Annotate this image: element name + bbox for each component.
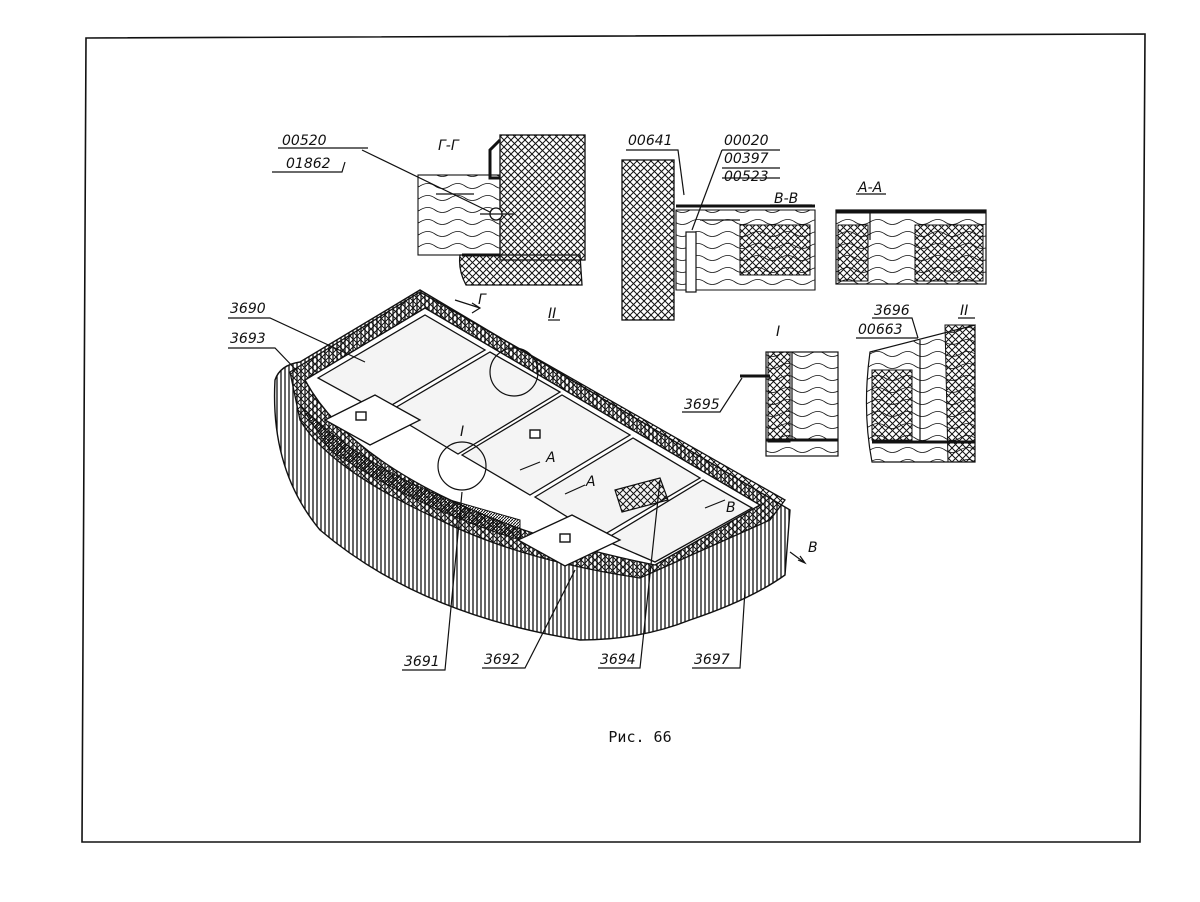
section-vv-detail xyxy=(621,159,816,321)
section-label-aa: А-А xyxy=(857,180,882,196)
label-3691: 3691 xyxy=(404,654,440,670)
section-mark-v-1: В xyxy=(726,500,736,516)
section-mark-a-2: А xyxy=(585,474,596,490)
label-3693: 3693 xyxy=(230,331,266,347)
label-3694: 3694 xyxy=(600,652,636,668)
section-aa-detail xyxy=(835,209,987,285)
leader-lines xyxy=(228,147,975,671)
plate-left xyxy=(323,394,422,446)
detail-mark-ii: II xyxy=(548,306,556,322)
label-01862: 01862 xyxy=(286,156,331,172)
label-3692: 3692 xyxy=(484,652,520,668)
detail-i xyxy=(740,351,839,457)
label-00520: 00520 xyxy=(282,133,327,149)
section-label-vv: В-В xyxy=(774,191,798,207)
detail-mark-i: I xyxy=(460,424,464,440)
label-3695: 3695 xyxy=(684,397,720,413)
page-frame xyxy=(81,33,1146,843)
label-00523: 00523 xyxy=(724,169,769,185)
detail-title-ii: II xyxy=(960,303,968,319)
detail-i-marker-circle xyxy=(437,441,487,491)
detail-title-i: I xyxy=(776,324,780,340)
section-gg-detail xyxy=(417,134,586,286)
detail-ii-marker-circle xyxy=(489,347,539,397)
section-mark-a-1: А xyxy=(545,450,556,466)
label-00641: 00641 xyxy=(628,133,673,149)
label-3697: 3697 xyxy=(694,652,730,668)
label-3696: 3696 xyxy=(874,303,910,319)
figure-caption: Рис. 66 xyxy=(608,728,671,746)
detail-ii xyxy=(865,324,976,463)
label-3690: 3690 xyxy=(230,301,266,317)
section-label-gg: Г-Г xyxy=(438,138,460,154)
floor-panels xyxy=(316,314,754,563)
section-mark-v-2: В xyxy=(808,540,818,556)
label-00020: 00020 xyxy=(724,133,769,149)
section-mark-g: Г xyxy=(478,292,487,308)
label-00397: 00397 xyxy=(724,151,769,167)
label-00663: 00663 xyxy=(858,322,903,338)
main-assembly xyxy=(273,289,807,641)
